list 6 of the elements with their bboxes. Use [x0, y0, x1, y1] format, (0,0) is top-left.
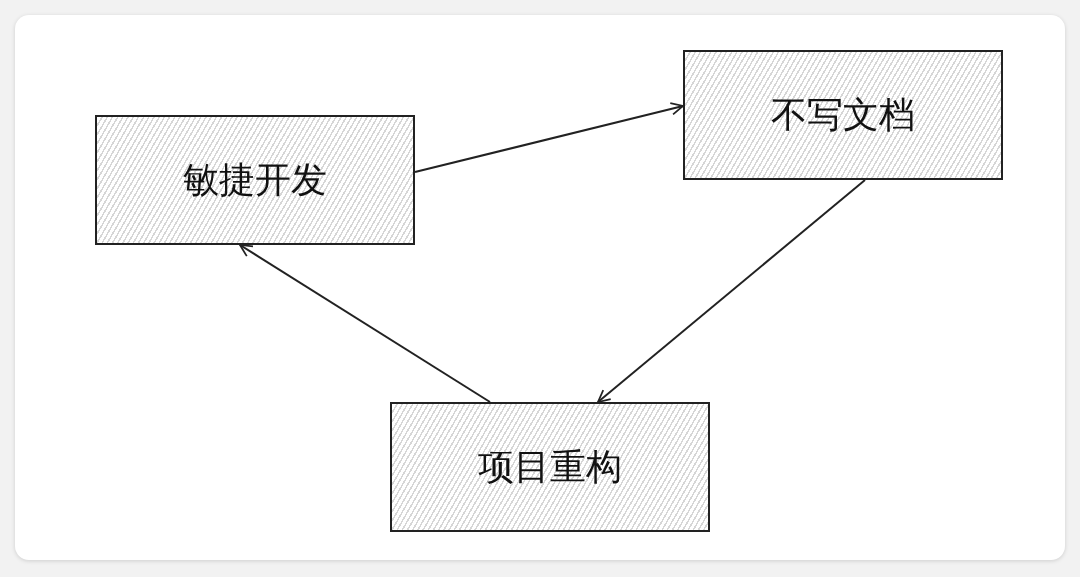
process-box: 不写文档 [683, 50, 1003, 180]
arrow [597, 179, 866, 403]
arrow [239, 244, 491, 403]
arrow [414, 102, 684, 173]
process-box: 项目重构 [390, 402, 710, 532]
process-box: 敏捷开发 [95, 115, 415, 245]
